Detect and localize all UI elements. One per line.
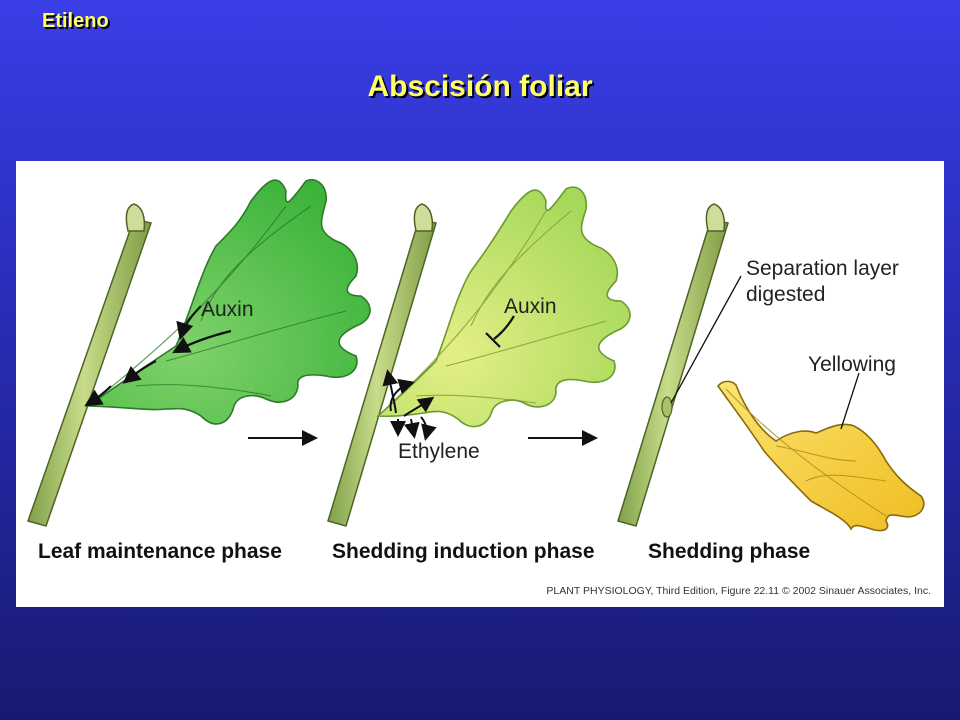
auxin-arrows-1 bbox=[84, 305, 232, 407]
ethylene-arrows bbox=[382, 369, 437, 441]
ethylene-label: Ethylene bbox=[398, 440, 480, 463]
stem-2 bbox=[327, 218, 437, 527]
leaf-veins-2 bbox=[377, 210, 607, 417]
yellowing-pointer bbox=[840, 372, 860, 430]
leaf-veins-3 bbox=[725, 388, 887, 517]
bud-1 bbox=[125, 203, 146, 232]
abscission-figure: Auxin Leaf maintenance phase Auxin bbox=[16, 161, 944, 607]
bud-3 bbox=[705, 203, 726, 232]
separation-pointer bbox=[670, 275, 742, 404]
abscission-scar bbox=[661, 396, 673, 418]
auxin-label-1: Auxin bbox=[201, 298, 254, 321]
credit-details: , Third Edition, Figure 22.11 © 2002 Sin… bbox=[650, 585, 931, 597]
panel-shedding: Separation layer digested Yellowing Shed… bbox=[617, 203, 925, 563]
yellowing-label: Yellowing bbox=[808, 353, 896, 376]
bud-2 bbox=[413, 203, 434, 232]
panel-shedding-induction: Auxin Ethylene Shedding induction phase bbox=[327, 186, 631, 563]
stem-1 bbox=[27, 218, 152, 527]
leaf-2 bbox=[376, 186, 631, 428]
slide-section-label: Etileno bbox=[42, 10, 109, 32]
separation-label-line1: Separation layer bbox=[746, 257, 899, 280]
stem-3 bbox=[617, 218, 729, 527]
phase-label-induction: Shedding induction phase bbox=[332, 540, 595, 563]
figure-credit: PLANT PHYSIOLOGY, Third Edition, Figure … bbox=[546, 585, 931, 597]
auxin-block-2 bbox=[485, 315, 515, 348]
separation-label-line2: digested bbox=[746, 283, 825, 306]
slide-title: Abscisión foliar bbox=[367, 70, 593, 103]
leaf-1 bbox=[85, 179, 371, 425]
panel-leaf-maintenance: Auxin Leaf maintenance phase bbox=[27, 179, 371, 563]
phase-label-shedding: Shedding phase bbox=[648, 540, 810, 563]
credit-source: PLANT PHYSIOLOGY bbox=[546, 585, 651, 597]
phase-label-maintenance: Leaf maintenance phase bbox=[38, 540, 282, 563]
abscission-diagram: Auxin Leaf maintenance phase Auxin bbox=[27, 179, 931, 597]
leaf-veins-1 bbox=[87, 205, 347, 407]
auxin-label-2: Auxin bbox=[504, 295, 557, 318]
